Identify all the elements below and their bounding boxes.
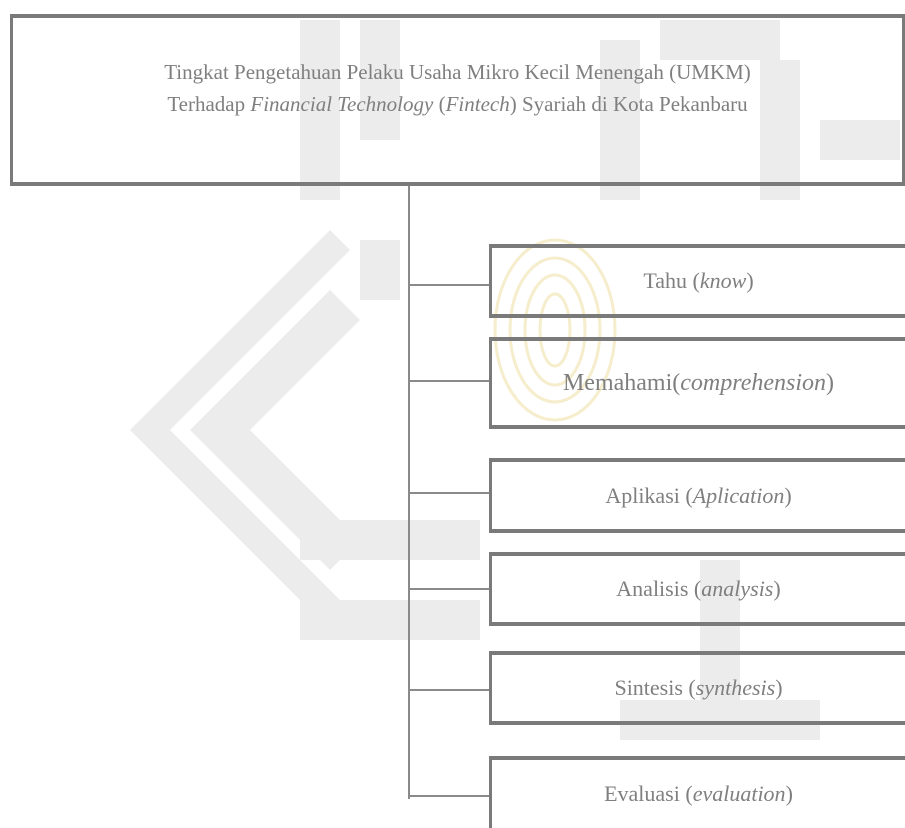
branch-connector-6 xyxy=(408,795,489,797)
branch-connector-5 xyxy=(408,689,489,691)
root-line-1: Tingkat Pengetahuan Pelaku Usaha Mikro K… xyxy=(164,60,751,84)
child-label-2: Memahami(comprehension) xyxy=(562,369,835,396)
root-line-2-pre: Terhadap xyxy=(167,92,251,116)
child-label-4: Analisis (analysis) xyxy=(616,576,781,601)
root-line-2-mid: ( xyxy=(433,92,446,116)
branch-connector-3 xyxy=(408,492,489,494)
child-node-aplikasi: Aplikasi (Aplication) xyxy=(489,458,905,533)
root-line-2-italic-1: Financial Technology xyxy=(250,92,434,116)
root-line-2: Terhadap Financial Technology (Fintech) … xyxy=(13,88,902,120)
child-label-1: Tahu (know) xyxy=(643,268,754,293)
root-node: Tingkat Pengetahuan Pelaku Usaha Mikro K… xyxy=(10,14,905,186)
child-node-memahami: Memahami(comprehension) xyxy=(489,337,905,429)
child-node-tahu: Tahu (know) xyxy=(489,244,905,318)
child-label-3: Aplikasi (Aplication) xyxy=(605,482,792,508)
branch-connector-2 xyxy=(408,380,489,382)
child-node-analisis: Analisis (analysis) xyxy=(489,552,905,626)
child-label-5: Sintesis (synthesis) xyxy=(614,675,783,700)
branch-connector-1 xyxy=(408,284,489,286)
child-node-evaluasi: Evaluasi (evaluation) xyxy=(489,756,905,828)
child-node-sintesis: Sintesis (synthesis) xyxy=(489,651,905,725)
child-label-6: Evaluasi (evaluation) xyxy=(604,781,793,806)
root-line-2-italic-2: Fintech xyxy=(445,92,510,116)
branch-connector-4 xyxy=(408,588,489,590)
root-line-2-post: ) Syariah di Kota Pekanbaru xyxy=(509,92,748,116)
